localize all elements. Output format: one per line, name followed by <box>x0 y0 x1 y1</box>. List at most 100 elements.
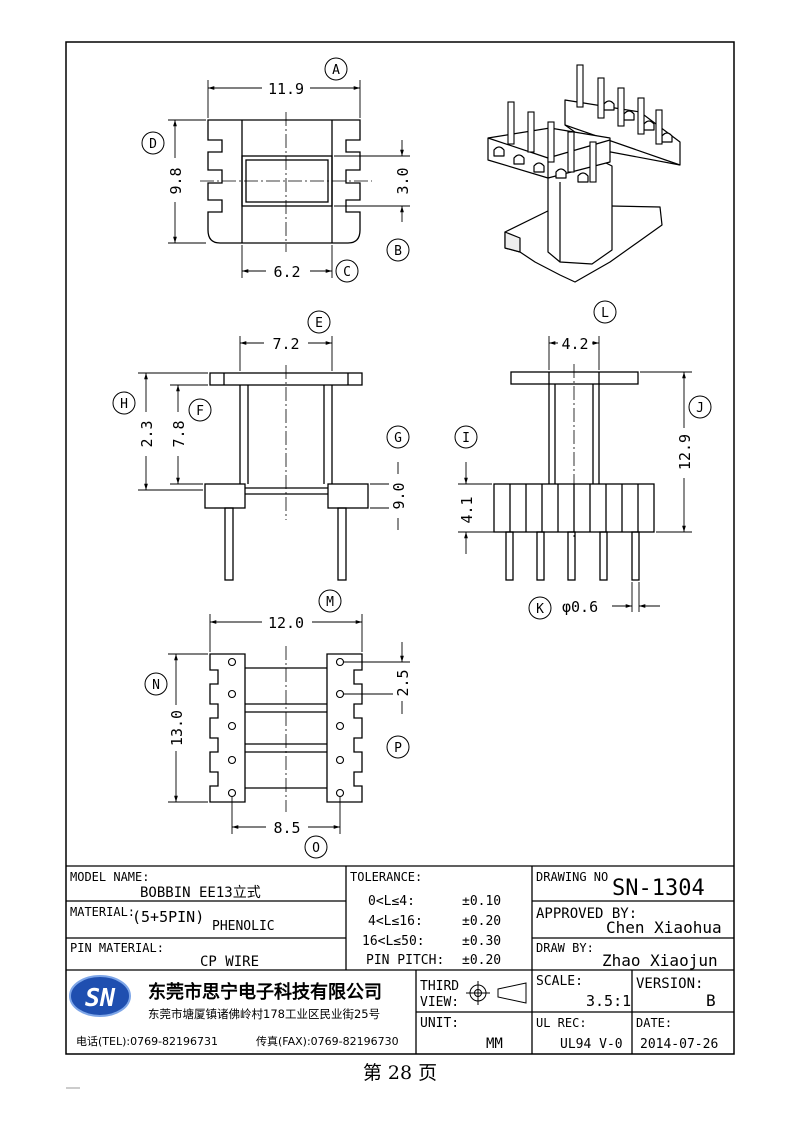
dim-J-value: 12.9 <box>676 434 694 470</box>
tolerance-range-2: 4<L≤16: <box>368 914 423 929</box>
dim-L-label: L <box>593 300 617 324</box>
view-label: VIEW: <box>420 995 459 1010</box>
dim-I-label: I <box>454 425 478 449</box>
side-view <box>493 364 655 581</box>
draw-by-value: Zhao Xiaojun <box>602 951 718 970</box>
scale-label: SCALE: <box>536 974 583 989</box>
third-angle-projection-icon <box>466 981 527 1005</box>
dim-K-label: K <box>528 596 552 620</box>
third-label: THIRD <box>420 979 459 994</box>
tolerance-range-3: 16<L≤50: <box>362 934 425 949</box>
pin-material-value: CP WIRE <box>200 954 259 970</box>
tolerance-value-1: ±0.10 <box>462 894 501 909</box>
company-name: 东莞市思宁电子科技有限公司 <box>148 981 382 1003</box>
date-label: DATE: <box>636 1016 672 1030</box>
dim-J-label: J <box>688 395 712 419</box>
svg-text:C: C <box>343 265 351 280</box>
svg-text:G: G <box>394 431 402 446</box>
tolerance-label: TOLERANCE: <box>350 870 422 884</box>
title-block-grid <box>66 865 734 1054</box>
dim-M-label: M <box>318 589 342 613</box>
version-label: VERSION: <box>636 976 703 992</box>
dim-O-value: 8.5 <box>273 819 300 837</box>
model-name-value: BOBBIN EE13立式 <box>140 885 261 901</box>
pin-config: (5+5PIN) <box>132 908 204 926</box>
company-logo: SN <box>69 975 131 1017</box>
dim-D-label: D <box>141 131 165 155</box>
tolerance-value-3: ±0.30 <box>462 934 501 949</box>
material-value: PHENOLIC <box>212 919 275 934</box>
dim-H-value: 9.0 <box>390 482 408 509</box>
dim-G-value: 2.3 <box>138 420 156 447</box>
svg-text:L: L <box>601 306 609 321</box>
dim-M-value: 12.0 <box>268 614 304 632</box>
ul-rec-label: UL REC: <box>536 1016 587 1030</box>
tolerance-value-4: ±0.20 <box>462 953 501 968</box>
dim-P-label: P <box>386 735 410 759</box>
tolerance-value-2: ±0.20 <box>462 914 501 929</box>
tolerance-range-4: PIN PITCH: <box>366 953 444 968</box>
svg-text:J: J <box>696 401 704 416</box>
model-name-label: MODEL NAME: <box>70 870 149 884</box>
unit-label: UNIT: <box>420 1016 459 1031</box>
dim-G-label: H <box>112 391 136 415</box>
bottom-view-pins <box>227 657 345 798</box>
svg-text:K: K <box>536 602 544 617</box>
svg-text:O: O <box>312 841 320 856</box>
dim-N-label: N <box>144 672 168 696</box>
bottom-view-dims <box>168 614 410 834</box>
pin-material-label: PIN MATERIAL: <box>70 941 164 955</box>
dim-B-label: B <box>386 238 410 262</box>
sheet-border <box>65 41 735 1055</box>
svg-text:M: M <box>326 595 334 610</box>
dim-C-label: C <box>335 259 359 283</box>
company-tel: 电话(TEL):0769-82196731 <box>76 1035 218 1048</box>
dim-D-value: 9.8 <box>167 167 185 194</box>
date-value: 2014-07-26 <box>640 1037 718 1052</box>
svg-text:I: I <box>462 431 470 446</box>
isometric-pins <box>507 64 663 183</box>
dim-C-value: 6.2 <box>273 263 300 281</box>
svg-text:P: P <box>394 741 402 756</box>
dim-O-label: O <box>304 835 328 859</box>
dim-N-value: 13.0 <box>168 710 186 746</box>
version-value: B <box>706 991 716 1010</box>
approved-by-value: Chen Xiaohua <box>606 918 722 937</box>
dim-E-value: 7.2 <box>272 335 299 353</box>
unit-value: MM <box>486 1036 503 1052</box>
svg-text:H: H <box>120 397 128 412</box>
scale-value: 3.5:1 <box>586 992 631 1010</box>
svg-text:E: E <box>315 316 323 331</box>
isometric-view <box>487 99 681 283</box>
page-number: 第 28 页 <box>362 1062 438 1084</box>
dim-P-value: 2.5 <box>394 669 412 696</box>
ul-rec-value: UL94 V-0 <box>560 1037 623 1052</box>
svg-text:SN: SN <box>85 983 116 1012</box>
draw-by-label: DRAW BY: <box>536 941 594 955</box>
dim-K-value: φ0.6 <box>562 598 598 616</box>
dim-A-label: A <box>324 57 348 81</box>
dim-I-value: 4.1 <box>458 496 476 523</box>
svg-text:A: A <box>332 63 340 78</box>
front-view-dims <box>138 336 405 530</box>
top-view-dims <box>168 80 410 278</box>
dim-L-value: 4.2 <box>561 335 588 353</box>
material-label: MATERIAL: <box>70 905 135 919</box>
approved-by-label: APPROVED BY: <box>536 906 637 922</box>
dim-E-label: E <box>307 310 331 334</box>
svg-text:B: B <box>394 244 402 259</box>
tolerance-range-1: 0<L≤4: <box>368 894 415 909</box>
dim-B-value: 3.0 <box>394 167 412 194</box>
svg-text:D: D <box>149 137 157 152</box>
dim-F-label: F <box>188 398 212 422</box>
company-address: 东莞市塘厦镇诸佛岭村178工业区民业街25号 <box>148 1007 380 1021</box>
dim-F-value: 7.8 <box>170 420 188 447</box>
drawing-no-value: SN-1304 <box>612 876 705 901</box>
top-view <box>200 112 372 252</box>
svg-text:N: N <box>152 678 160 693</box>
front-view <box>204 365 369 581</box>
svg-text:F: F <box>196 404 204 419</box>
company-fax: 传真(FAX):0769-82196730 <box>256 1034 399 1048</box>
drawing-no-label: DRAWING NO <box>536 870 608 884</box>
